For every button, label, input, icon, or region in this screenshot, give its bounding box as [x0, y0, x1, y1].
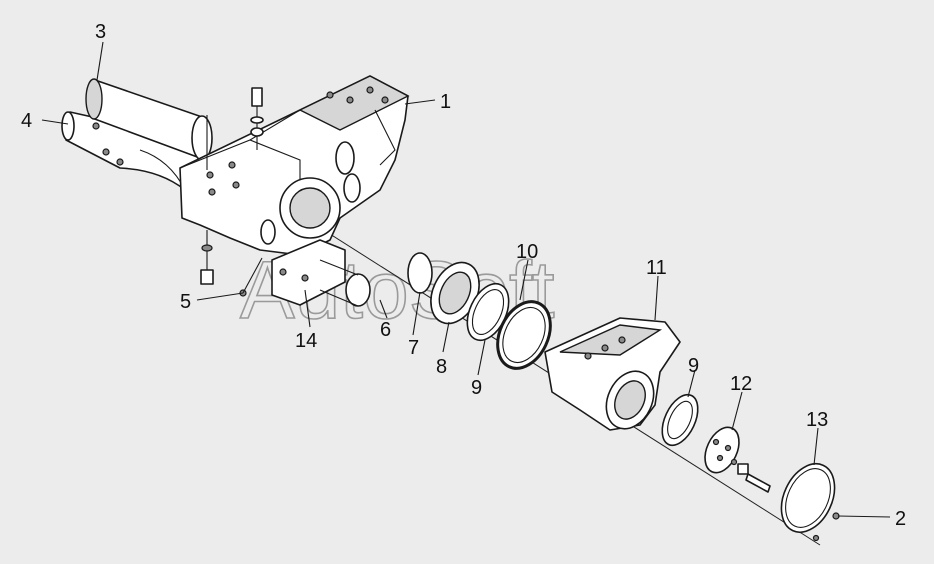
part-7-ring: [407, 252, 433, 294]
part-10-o-ring: [496, 300, 552, 370]
callout-14: 14: [295, 330, 317, 352]
part-13-cover: [780, 463, 840, 542]
callout-13: 13: [806, 409, 828, 431]
part-14-bearing-block: [271, 239, 371, 307]
callout-labels: 3 4 1 5 14 6 7 8 9 10 11 9 12 13 2: [21, 21, 906, 530]
callout-5: 5: [180, 291, 191, 313]
part-11-hub-housing: [544, 317, 681, 431]
bolt-stack-top: [206, 87, 264, 170]
callout-6: 6: [380, 319, 391, 341]
callout-2: 2: [895, 508, 906, 530]
callout-4: 4: [21, 110, 32, 132]
callout-11: 11: [646, 257, 667, 279]
callout-10: 10: [516, 241, 538, 263]
callout-3: 3: [95, 21, 106, 43]
callout-7: 7: [408, 337, 419, 359]
leader-lines: [41, 41, 891, 518]
callout-1: 1: [440, 91, 451, 113]
part-8-washer: [430, 261, 480, 325]
part-9-ring-left: [466, 282, 510, 342]
nut-stack-bottom: [200, 230, 214, 285]
part-9-ring-right: [661, 393, 699, 447]
part-12-plate: [704, 426, 771, 493]
callout-9-left: 9: [471, 377, 482, 399]
callout-9-right: 9: [688, 355, 699, 377]
callout-12: 12: [730, 373, 752, 395]
part-1-housing: [179, 75, 410, 256]
callout-8: 8: [436, 356, 447, 378]
